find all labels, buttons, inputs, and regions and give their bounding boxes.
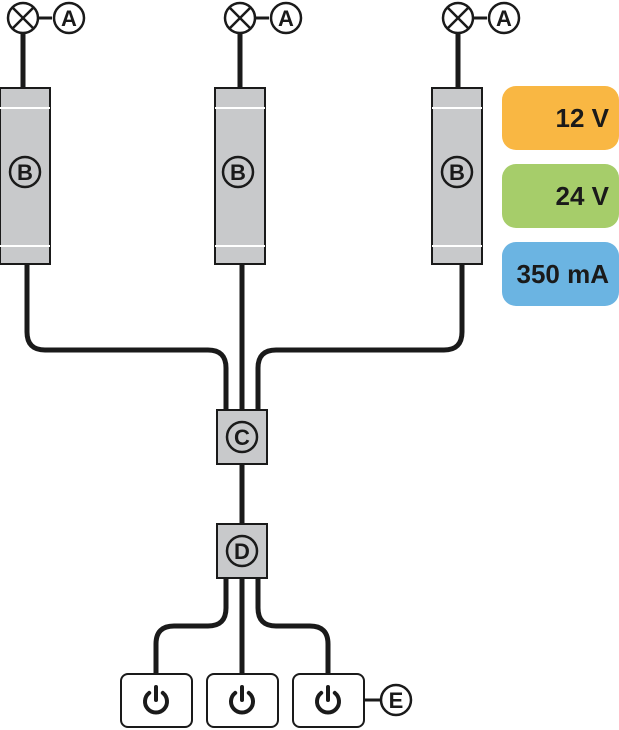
- driver-2: B: [214, 87, 266, 265]
- legend-350ma-label: 350 mA: [516, 258, 610, 289]
- legend-24v-label: 24 V: [555, 180, 610, 211]
- lamp-1: A: [6, 1, 86, 35]
- lamp-cross-icon: [6, 1, 40, 35]
- label-a: A: [61, 6, 77, 31]
- wires: [20, 34, 465, 702]
- switch-2: [206, 673, 279, 728]
- switch-3: [292, 673, 365, 728]
- legend-12v: 12 V: [502, 86, 619, 150]
- dimmer-hub: D: [216, 523, 268, 579]
- label-b: B: [449, 160, 465, 185]
- label-d: D: [234, 539, 250, 564]
- driver-3: B: [431, 87, 483, 265]
- legend-350ma: 350 mA: [502, 242, 619, 306]
- label-a: A: [278, 6, 294, 31]
- legend-24v: 24 V: [502, 164, 619, 228]
- lamp-cross-icon: [223, 1, 257, 35]
- driver-1: B: [0, 87, 51, 265]
- label-b: B: [17, 160, 33, 185]
- power-icon: [143, 685, 169, 715]
- lamp-2: A: [223, 1, 303, 35]
- label-a: A: [496, 6, 512, 31]
- label-e: E: [389, 688, 404, 713]
- switch-1: [120, 673, 193, 728]
- lamp-3: A: [441, 1, 521, 35]
- splitter: C: [216, 409, 268, 465]
- lamp-cross-icon: [441, 1, 475, 35]
- switch-callout: E: [379, 683, 413, 717]
- label-c: C: [234, 425, 250, 450]
- label-b: B: [230, 160, 246, 185]
- power-icon: [315, 685, 341, 715]
- power-icon: [229, 685, 255, 715]
- legend-12v-label: 12 V: [555, 102, 610, 133]
